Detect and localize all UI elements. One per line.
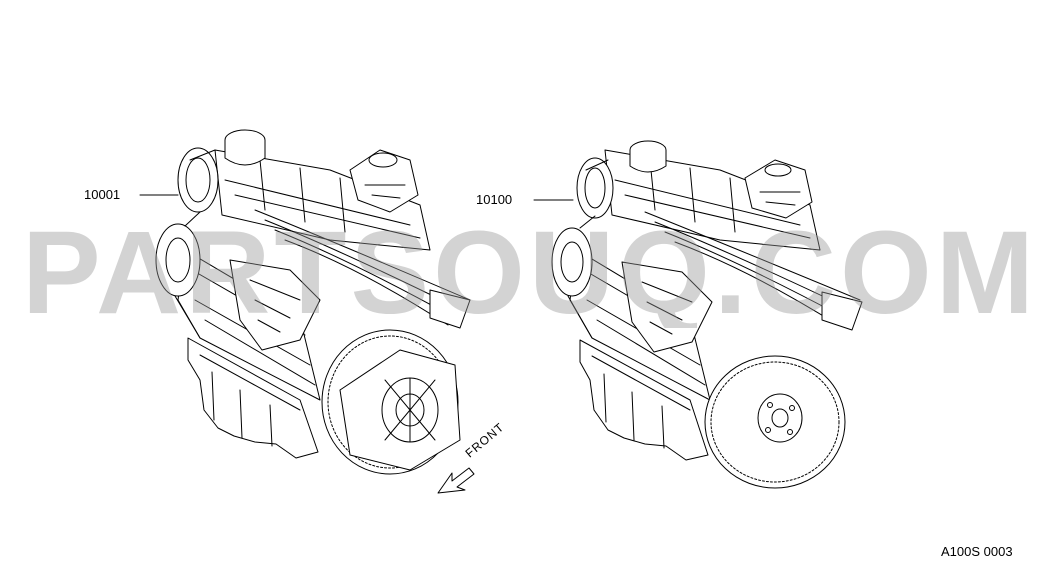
figure-code: A100S 0003: [941, 544, 1013, 559]
part-number-callout[interactable]: 10100: [476, 192, 513, 207]
engine-assembly-with-clutch[interactable]: [155, 129, 471, 475]
front-arrow-icon: [437, 467, 475, 494]
engine-assembly-with-flywheel[interactable]: [551, 140, 863, 489]
part-number-callout[interactable]: 10001: [84, 187, 121, 202]
